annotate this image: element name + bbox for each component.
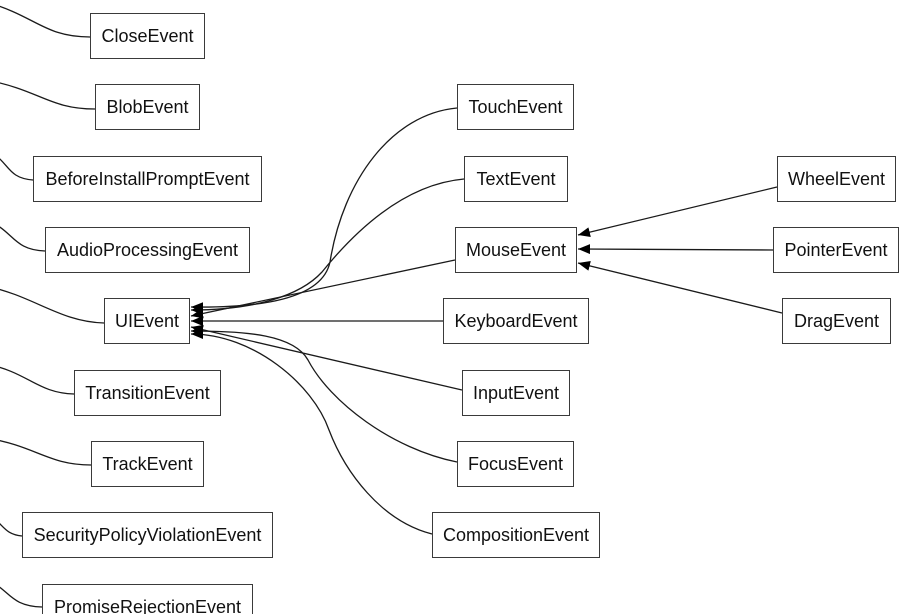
node-wheel-event[interactable]: WheelEvent (777, 156, 896, 202)
edge-focus-event-to-ui-event (190, 326, 458, 463)
node-transition-event[interactable]: TransitionEvent (74, 370, 221, 416)
edge-ui-event-to-offscreen-left (0, 288, 105, 324)
node-ui-event[interactable]: UIEvent (104, 298, 190, 344)
node-composition-event[interactable]: CompositionEvent (432, 512, 600, 558)
edge-promise-rejection-event-to-offscreen-left (0, 586, 43, 608)
edge-touch-event-to-ui-event (190, 107, 458, 313)
node-blob-event[interactable]: BlobEvent (95, 84, 200, 130)
edge-security-policy-violation-event-to-offscreen-left (0, 523, 23, 537)
node-touch-event[interactable]: TouchEvent (457, 84, 574, 130)
edge-close-event-to-offscreen-left (0, 5, 91, 38)
edge-before-install-prompt-event-to-offscreen-left (0, 158, 34, 181)
node-close-event[interactable]: CloseEvent (90, 13, 205, 59)
edge-track-event-to-offscreen-left (0, 440, 92, 466)
edge-blob-event-to-offscreen-left (0, 82, 96, 110)
edge-audio-processing-event-to-offscreen-left (0, 226, 46, 252)
edge-drag-event-to-mouse-event (577, 261, 783, 314)
node-focus-event[interactable]: FocusEvent (457, 441, 574, 487)
node-promise-rejection-event[interactable]: PromiseRejectionEvent (42, 584, 253, 614)
node-drag-event[interactable]: DragEvent (782, 298, 891, 344)
node-security-policy-violation-event[interactable]: SecurityPolicyViolationEvent (22, 512, 273, 558)
node-text-event[interactable]: TextEvent (464, 156, 568, 202)
edge-pointer-event-to-mouse-event (577, 244, 774, 255)
edge-wheel-event-to-mouse-event (577, 186, 778, 238)
node-track-event[interactable]: TrackEvent (91, 441, 204, 487)
node-pointer-event[interactable]: PointerEvent (773, 227, 899, 273)
node-keyboard-event[interactable]: KeyboardEvent (443, 298, 589, 344)
edge-input-event-to-ui-event (190, 324, 463, 391)
node-input-event[interactable]: InputEvent (462, 370, 570, 416)
node-mouse-event[interactable]: MouseEvent (455, 227, 577, 273)
edge-transition-event-to-offscreen-left (0, 366, 75, 395)
node-before-install-prompt-event[interactable]: BeforeInstallPromptEvent (33, 156, 262, 202)
edge-composition-event-to-ui-event (190, 329, 433, 535)
node-audio-processing-event[interactable]: AudioProcessingEvent (45, 227, 250, 273)
